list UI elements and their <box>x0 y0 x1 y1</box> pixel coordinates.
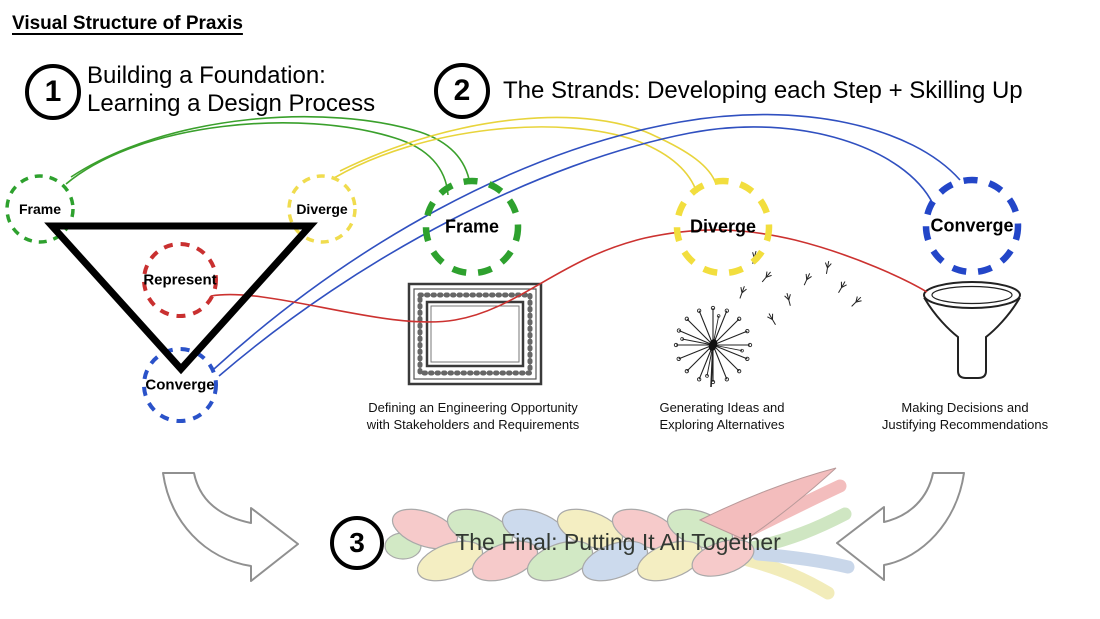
triangle-represent-circle <box>142 242 218 318</box>
step2-number: 2 <box>453 74 471 107</box>
diverge-caption: Generating Ideas and Exploring Alternati… <box>622 399 822 433</box>
dandelion-icon <box>673 249 864 388</box>
diverge-connector-lines <box>333 116 717 194</box>
page-title: Visual Structure of Praxis <box>12 13 243 34</box>
curved-arrow-left-icon <box>836 472 965 581</box>
converge-caption-line2: Justifying Recommendations <box>881 417 1049 432</box>
represent-connector-line <box>210 229 928 323</box>
step1-title: Building a Foundation: Learning a Design… <box>87 62 375 118</box>
diverge-caption-line1: Generating Ideas and <box>659 400 785 415</box>
converge-caption: Making Decisions and Justifying Recommen… <box>855 399 1075 433</box>
frame-caption-line1: Defining an Engineering Opportunity <box>368 400 578 415</box>
step3-number: 3 <box>349 527 365 558</box>
strand-diverge-circle <box>673 177 773 277</box>
curved-arrow-right-icon <box>162 472 299 582</box>
triangle-frame-label: Frame <box>18 201 62 217</box>
triangle-frame-circle <box>5 174 75 244</box>
triangle-converge-label: Converge <box>145 376 215 394</box>
step1-title-line2: Learning a Design Process <box>87 90 376 117</box>
triangle-converge-circle <box>142 347 218 423</box>
step2-number-badge: 2 <box>434 63 490 119</box>
picture-frame-icon <box>407 282 543 386</box>
triangle-represent-label: Represent <box>143 271 217 289</box>
strand-converge-label: Converge <box>930 215 1014 236</box>
design-process-triangle <box>44 222 318 375</box>
step2-title: The Strands: Developing each Step + Skil… <box>503 77 1023 104</box>
step1-number-badge: 1 <box>25 64 81 120</box>
strand-frame-circle <box>422 177 522 277</box>
step3-number-badge: 3 <box>330 516 384 570</box>
final-title: The Final: Putting It All Together <box>455 529 781 555</box>
triangle-diverge-label: Diverge <box>296 201 348 217</box>
step1-number: 1 <box>44 75 62 108</box>
funnel-icon <box>923 281 1021 379</box>
converge-connector-lines <box>213 113 961 377</box>
braid-rope-icon <box>384 467 855 600</box>
diverge-caption-line2: Exploring Alternatives <box>659 417 785 432</box>
frame-caption-line2: with Stakeholders and Requirements <box>366 417 580 432</box>
strand-converge-circle <box>922 176 1022 276</box>
converge-caption-line1: Making Decisions and <box>901 400 1029 415</box>
strand-frame-label: Frame <box>444 216 500 237</box>
strand-diverge-label: Diverge <box>689 216 757 237</box>
frame-caption: Defining an Engineering Opportunity with… <box>343 399 603 433</box>
frame-connector-lines <box>65 115 471 196</box>
triangle-diverge-circle <box>287 174 357 244</box>
step1-title-line1: Building a Foundation: <box>87 62 326 89</box>
